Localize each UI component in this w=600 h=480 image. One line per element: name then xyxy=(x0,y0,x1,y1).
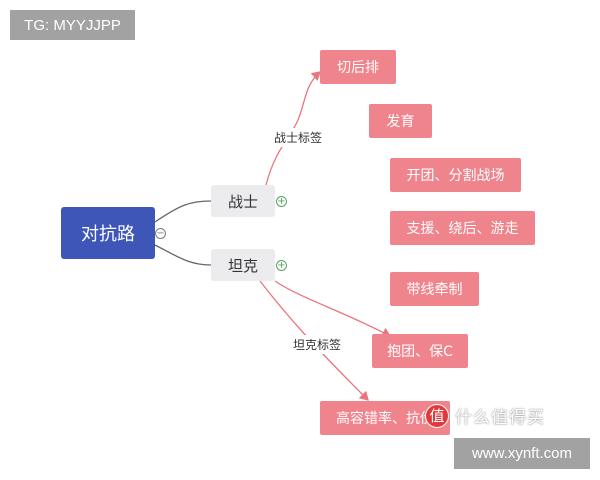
collapse-toggle-root[interactable]: − xyxy=(155,228,166,239)
tag-label: 发育 xyxy=(386,114,415,130)
branch-label: 坦克 xyxy=(227,256,258,275)
connector-root-warrior xyxy=(154,200,212,223)
relation-label-tank[interactable]: 坦克标签 xyxy=(291,335,344,354)
tag-label: 开团、分割战场 xyxy=(406,168,505,184)
watermark-text: 什么值得买 xyxy=(455,408,545,428)
connector-root-tank xyxy=(154,244,212,266)
tag-node[interactable]: 支援、绕后、游走 xyxy=(390,211,535,245)
relation-warrior-arrow xyxy=(265,71,321,186)
watermark-logo: 值 什么值得买 xyxy=(425,403,545,428)
tag-label: 高容错率、抗伤 xyxy=(336,411,434,427)
expand-toggle-warrior[interactable]: + xyxy=(276,196,287,207)
branch-node-tank[interactable]: 坦克 xyxy=(211,249,275,281)
relation-tank-arrow-1 xyxy=(274,280,392,338)
tag-node[interactable]: 发育 xyxy=(369,104,432,138)
tag-label: 带线牵制 xyxy=(406,282,463,298)
watermark-url: www.xynft.com xyxy=(454,438,590,469)
tag-node[interactable]: 抱团、保C xyxy=(372,334,468,368)
tag-node[interactable]: 切后排 xyxy=(320,50,396,84)
tag-label: 支援、绕后、游走 xyxy=(406,221,519,237)
root-node[interactable]: 对抗路 xyxy=(61,207,155,259)
tag-node[interactable]: 开团、分割战场 xyxy=(390,158,521,192)
root-label: 对抗路 xyxy=(81,224,135,245)
telegram-badge: TG: MYYJJPP xyxy=(10,10,135,40)
zhi-logo-icon: 值 xyxy=(425,403,449,428)
tag-label: 抱团、保C xyxy=(387,344,453,360)
expand-toggle-tank[interactable]: + xyxy=(276,260,287,271)
relation-label-warrior[interactable]: 战士标签 xyxy=(272,128,325,147)
branch-label: 战士 xyxy=(227,192,258,211)
tag-label: 切后排 xyxy=(337,60,379,76)
tag-node[interactable]: 高容错率、抗伤 xyxy=(320,401,450,435)
tag-node[interactable]: 带线牵制 xyxy=(390,272,479,306)
branch-node-warrior[interactable]: 战士 xyxy=(211,185,275,217)
